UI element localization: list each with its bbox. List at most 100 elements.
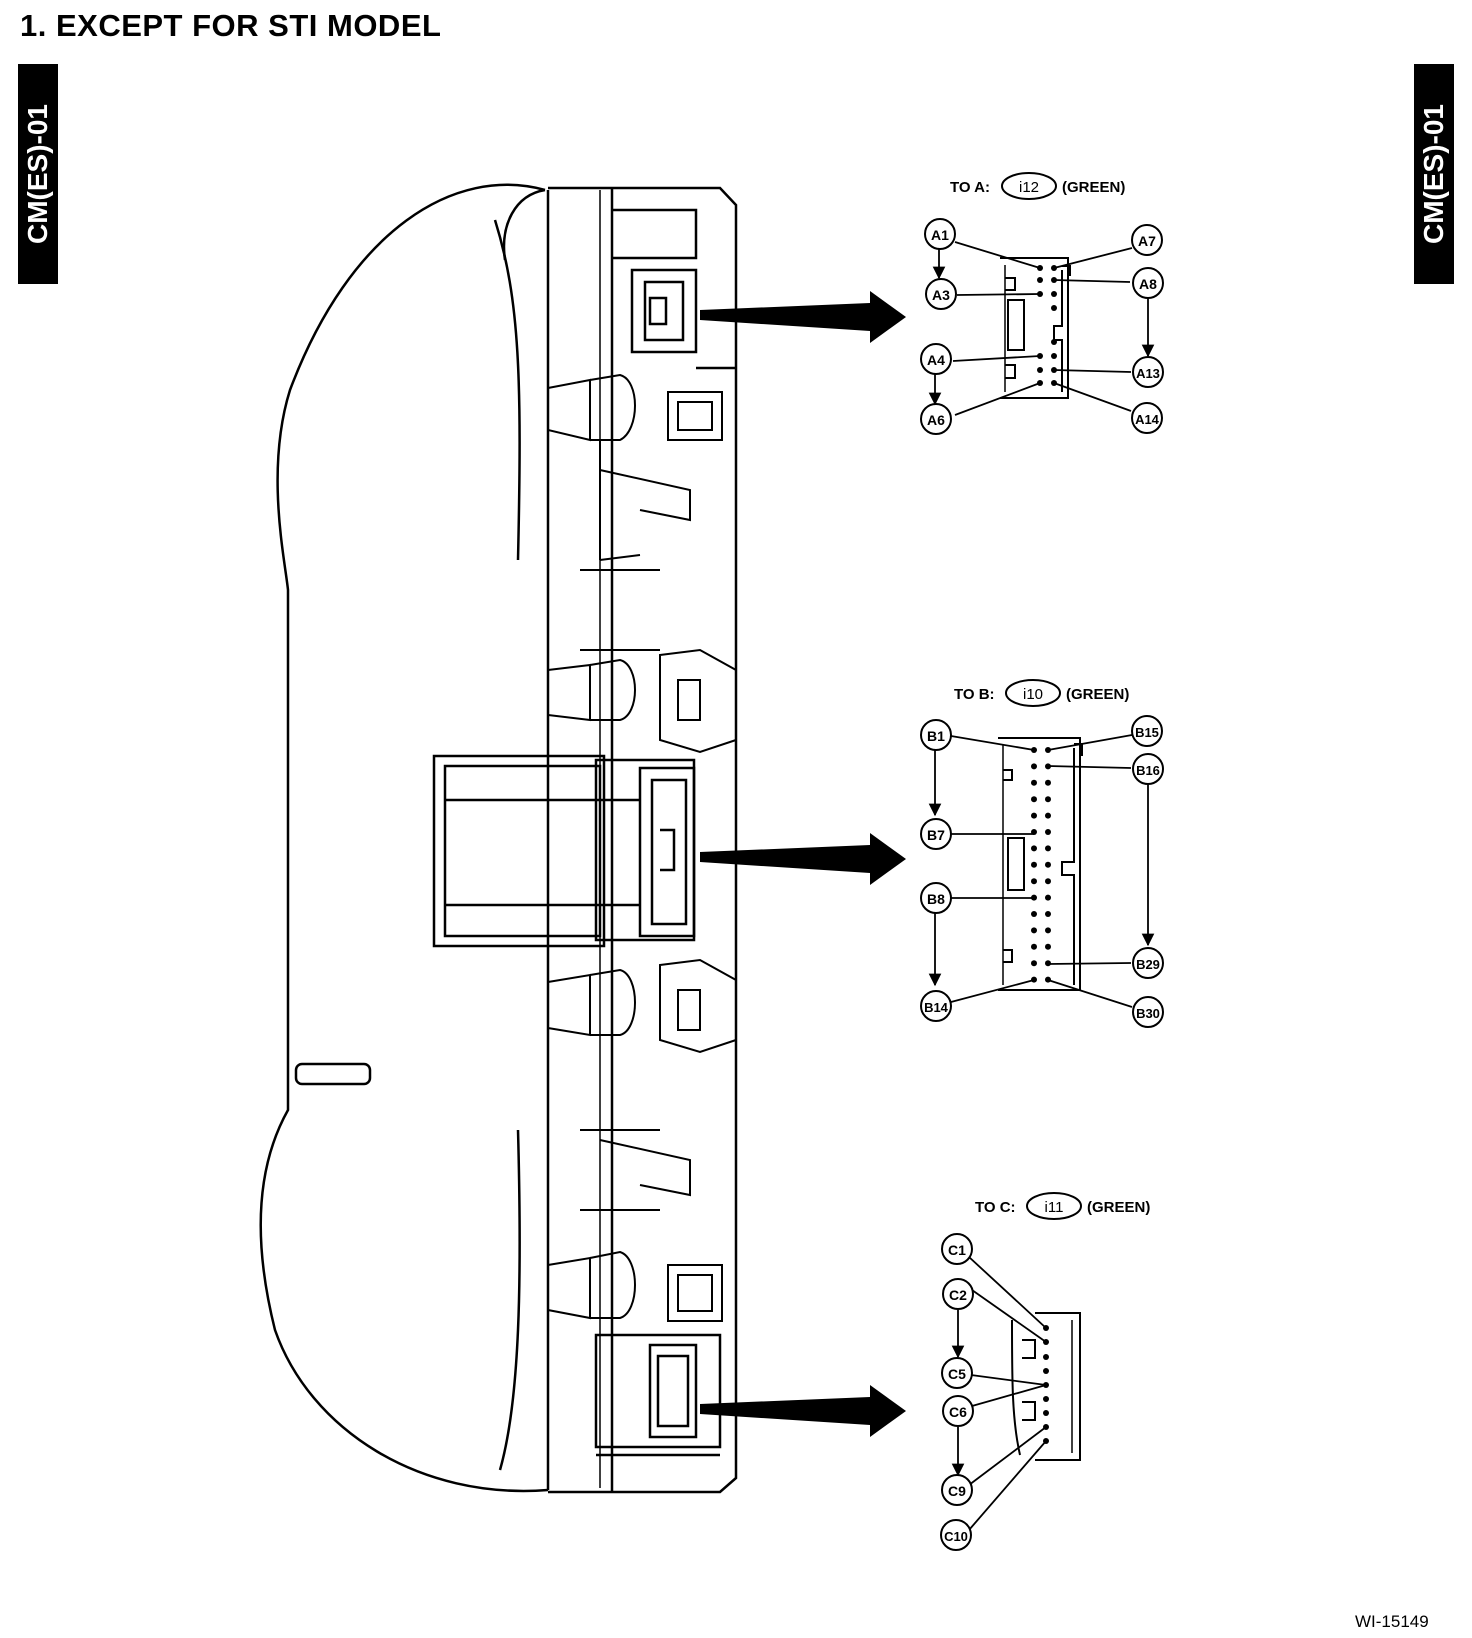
connector-b-color: (GREEN) <box>1066 686 1129 703</box>
arrow-to-b <box>700 833 906 885</box>
svg-text:B7: B7 <box>927 827 945 843</box>
connector-arrows <box>700 291 906 1437</box>
pin-label-b7: B7 <box>920 818 952 850</box>
connector-b-pin-labels: B1 B7 B8 B14 B15 B16 B29 B30 <box>920 715 1164 1028</box>
svg-text:A4: A4 <box>927 352 945 368</box>
svg-text:A6: A6 <box>927 412 945 428</box>
connector-a-code-oval <box>1001 172 1057 200</box>
connector-a-prefix: TO A: <box>950 179 990 196</box>
svg-text:B14: B14 <box>924 1000 949 1015</box>
page-title: 1. EXCEPT FOR STI MODEL <box>20 8 442 43</box>
svg-text:C5: C5 <box>948 1366 966 1382</box>
pin-label-c6: C6 <box>942 1395 974 1427</box>
svg-text:A14: A14 <box>1135 412 1160 427</box>
connector-c-pin-labels: C1 C2 C5 C6 C9 C10 <box>940 1233 974 1551</box>
connector-a-pin-labels: A1 A3 A4 A6 A7 A8 A13 A14 <box>920 218 1164 435</box>
pin-label-a13: A13 <box>1132 356 1164 388</box>
pin-label-a6: A6 <box>920 403 952 435</box>
connector-a-face <box>1000 257 1071 399</box>
pin-label-b14: B14 <box>920 990 952 1022</box>
connector-a-leaders <box>928 241 1155 416</box>
svg-text:B15: B15 <box>1135 725 1159 740</box>
connector-b-pin <box>1045 779 1051 786</box>
connector-a-header: TO A: i12 (GREEN) <box>950 172 1125 200</box>
pin-label-a1: A1 <box>924 218 956 250</box>
connector-b-pin <box>1045 878 1051 885</box>
connector-b-pin <box>1031 845 1037 852</box>
lens-slot <box>294 1062 372 1086</box>
svg-text:B16: B16 <box>1136 763 1160 778</box>
svg-text:C9: C9 <box>948 1483 966 1499</box>
svg-text:A13: A13 <box>1136 366 1160 381</box>
pin-label-b15: B15 <box>1131 715 1163 747</box>
svg-text:C2: C2 <box>949 1287 967 1303</box>
connector-c-color: (GREEN) <box>1087 1199 1150 1216</box>
connector-b-pin <box>1045 976 1051 983</box>
svg-text:B30: B30 <box>1136 1006 1160 1021</box>
connector-c-header: TO C: i11 (GREEN) <box>975 1192 1150 1220</box>
connector-b-prefix: TO B: <box>954 686 995 703</box>
meter-body <box>259 183 738 1494</box>
svg-text:B1: B1 <box>927 728 945 744</box>
connector-b-pin <box>1045 845 1051 852</box>
svg-text:A7: A7 <box>1138 233 1156 249</box>
pin-label-a14: A14 <box>1131 402 1163 434</box>
connector-c-face <box>1011 1312 1081 1461</box>
svg-text:C1: C1 <box>948 1242 966 1258</box>
connector-b-pin <box>1031 976 1037 983</box>
svg-text:A1: A1 <box>931 227 949 243</box>
connector-b-pin <box>1031 943 1037 950</box>
pin-label-c2: C2 <box>942 1278 974 1310</box>
svg-text:B8: B8 <box>927 891 945 907</box>
connector-b-pin <box>1031 861 1037 868</box>
svg-text:A8: A8 <box>1139 276 1157 292</box>
connector-b-leaders <box>928 734 1155 1008</box>
connector-b-pin <box>1031 763 1037 770</box>
pin-label-c10: C10 <box>940 1519 972 1551</box>
connector-b-pin <box>1031 927 1037 934</box>
connector-b-pin <box>1045 927 1051 934</box>
connector-b-code-oval <box>1005 679 1061 707</box>
connector-b-pin <box>1045 829 1051 835</box>
connector-a-code: i12 <box>1019 179 1039 196</box>
connector-b-pin <box>1031 960 1037 967</box>
pin-label-c5: C5 <box>941 1357 973 1389</box>
connector-c-code: i11 <box>1045 1199 1064 1216</box>
connector-c-code-oval <box>1026 1192 1082 1220</box>
connector-b-pin <box>1045 861 1051 868</box>
pin-label-b16: B16 <box>1132 753 1164 785</box>
connector-b-pin <box>1045 894 1051 901</box>
section-tab-left: CM(ES)-01 <box>18 64 58 284</box>
connector-b-pin <box>1045 911 1051 917</box>
connector-c-leaders <box>951 1256 1047 1531</box>
connector-b-pin <box>1031 911 1037 917</box>
connector-b-pin <box>1045 796 1051 803</box>
svg-text:B29: B29 <box>1136 957 1160 972</box>
svg-text:C6: C6 <box>949 1404 967 1420</box>
pin-label-a4: A4 <box>920 343 952 375</box>
connector-b-pin <box>1031 878 1037 885</box>
section-tab-right: CM(ES)-01 <box>1414 64 1454 284</box>
connector-b-pin <box>1031 812 1037 819</box>
figure-id: WI-15149 <box>1355 1612 1429 1631</box>
connector-b-header: TO B: i10 (GREEN) <box>954 679 1129 707</box>
pin-label-b1: B1 <box>920 719 952 751</box>
svg-text:C10: C10 <box>944 1529 968 1544</box>
connector-b-pin <box>1031 796 1037 803</box>
connector-a-color: (GREEN) <box>1062 179 1125 196</box>
arrow-to-c <box>700 1385 906 1437</box>
connector-c-prefix: TO C: <box>975 1199 1016 1216</box>
connector-b-pin <box>1045 812 1051 819</box>
pin-label-c9: C9 <box>941 1474 973 1506</box>
pin-label-a7: A7 <box>1131 224 1163 256</box>
pin-label-c1: C1 <box>941 1233 973 1265</box>
connector-b-code: i10 <box>1023 686 1043 703</box>
pin-label-b29: B29 <box>1132 947 1164 979</box>
pin-label-b30: B30 <box>1132 996 1164 1028</box>
svg-text:A3: A3 <box>932 287 950 303</box>
arrow-to-a <box>700 291 906 343</box>
connector-b-pin <box>1031 779 1037 786</box>
pin-label-a3: A3 <box>925 278 957 310</box>
connector-b-face <box>998 737 1083 991</box>
pin-label-a8: A8 <box>1132 267 1164 299</box>
